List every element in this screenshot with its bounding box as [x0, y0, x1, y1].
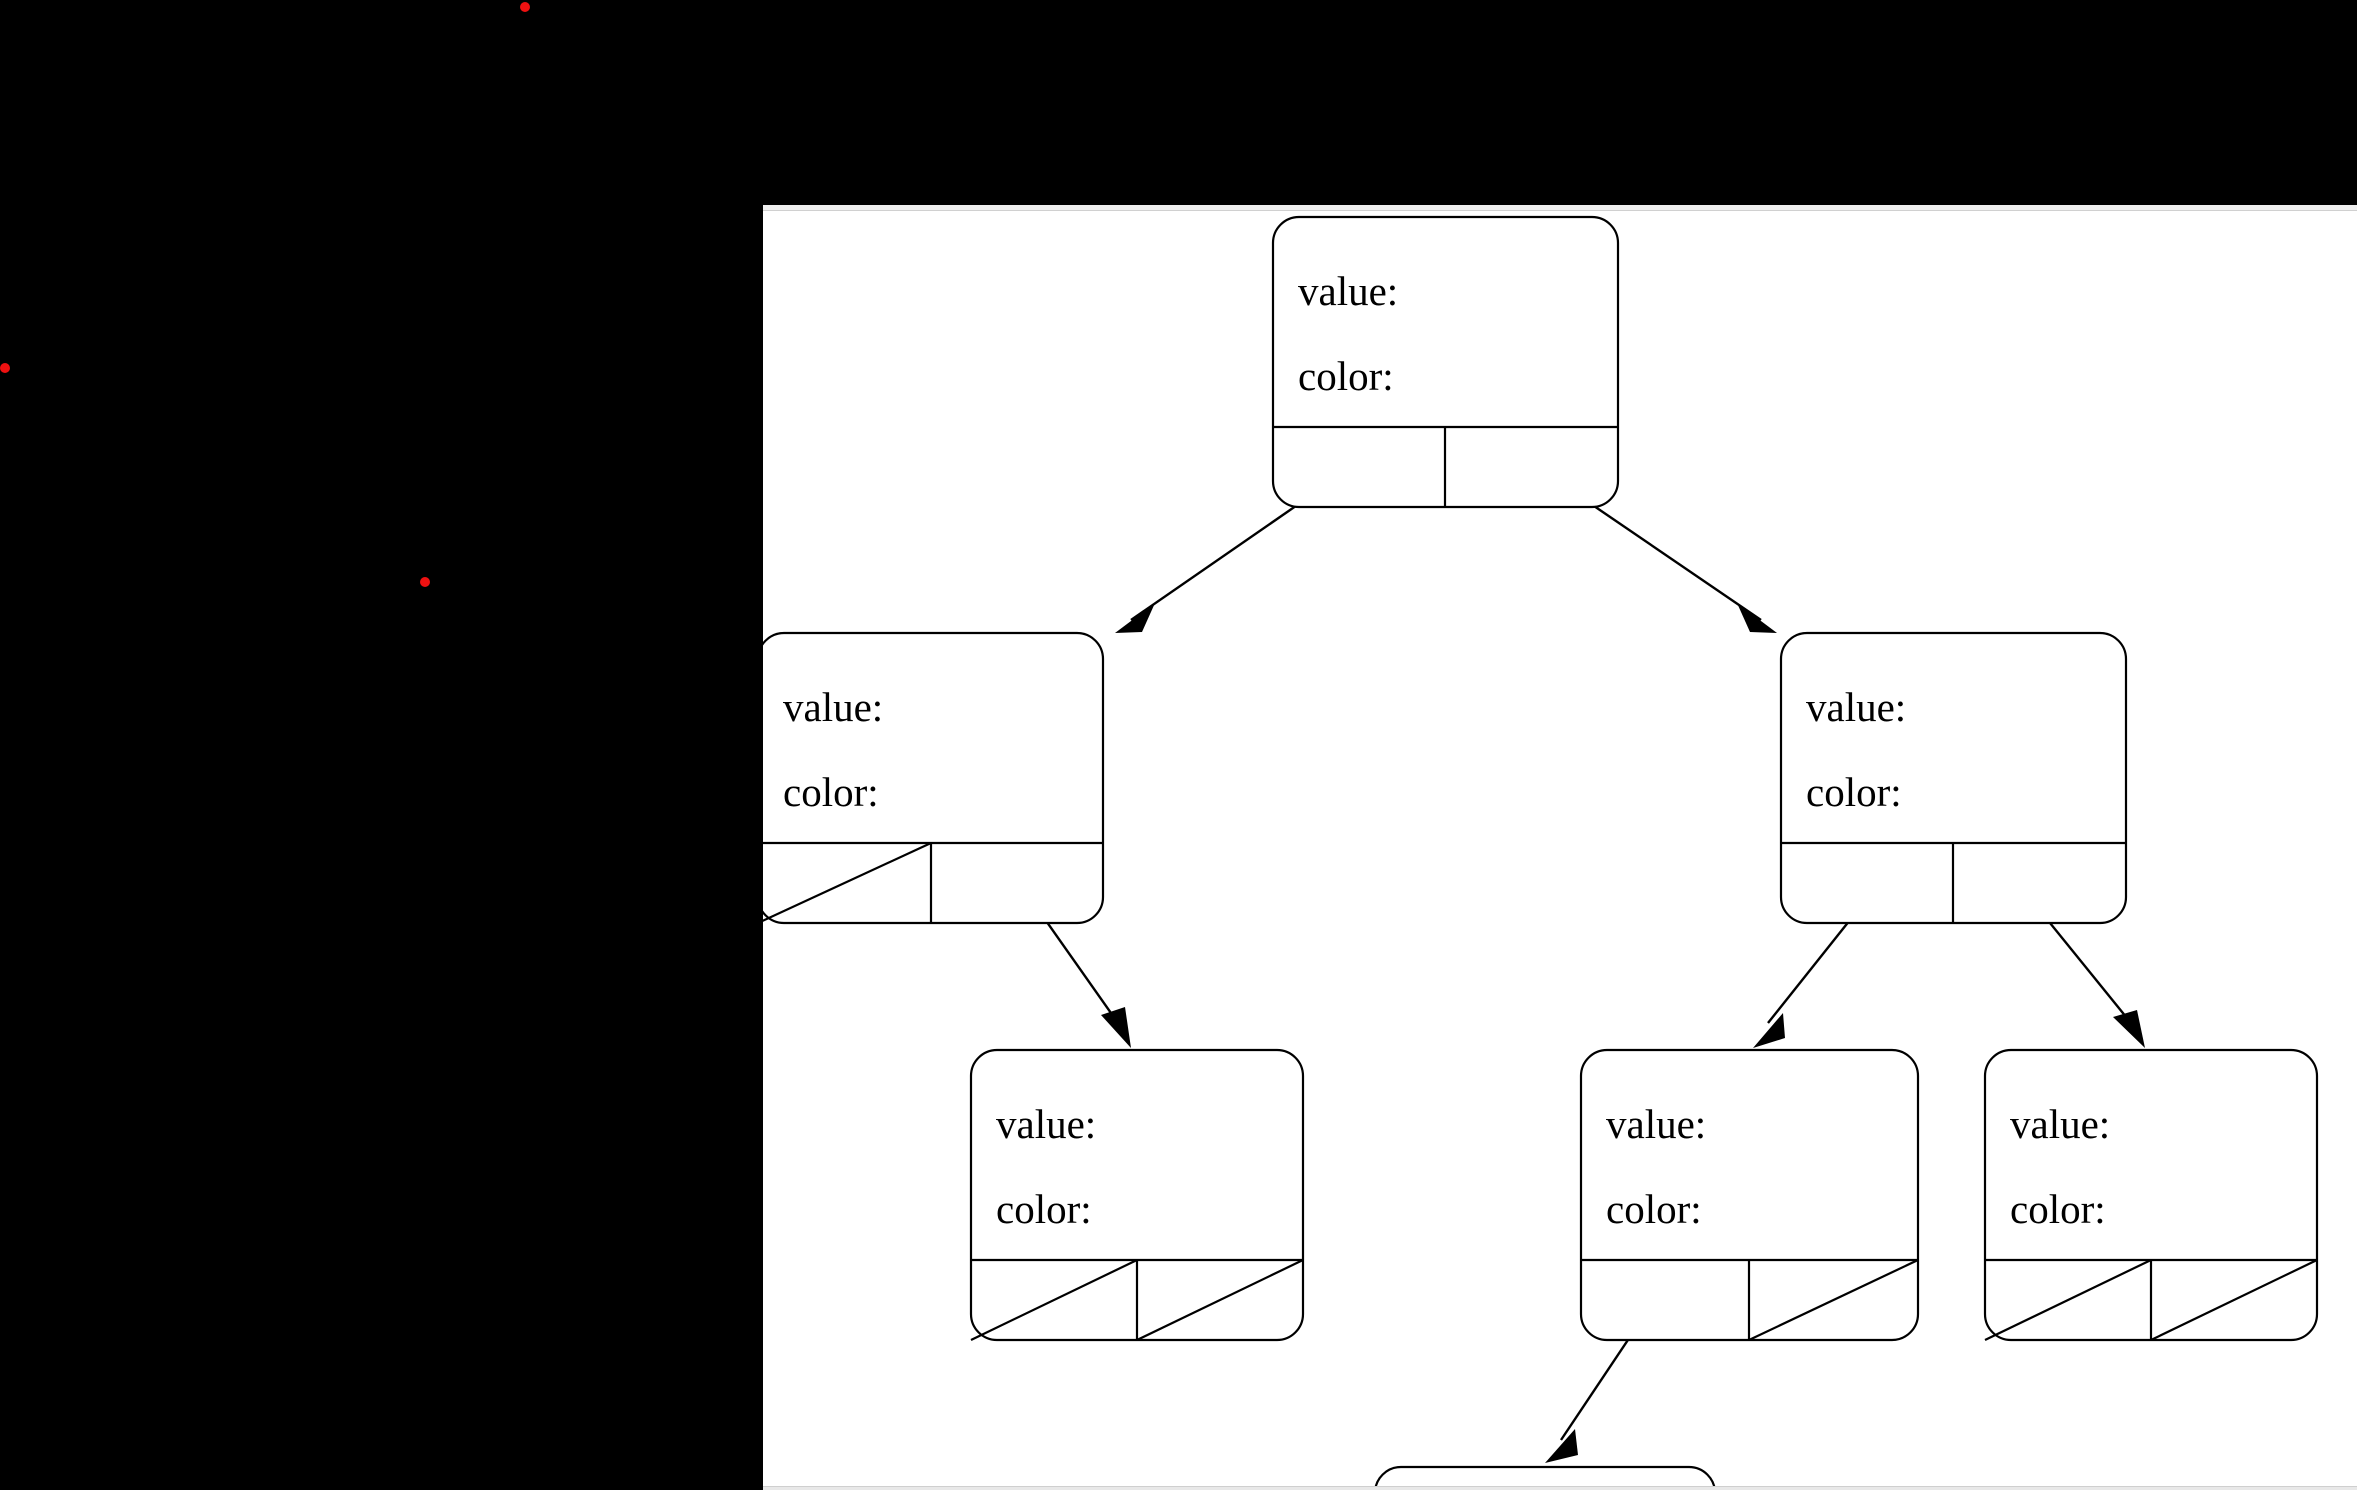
node-right-right-grandchild-color-label: color: — [2010, 1186, 2106, 1232]
node-deep-leaf-frame[interactable] — [1374, 1465, 1716, 1490]
cursor-marker-2 — [0, 363, 10, 373]
tree-node-deep-leaf[interactable]: value: color: — [1374, 1465, 1716, 1490]
node-left-right-grandchild-left-null-slash — [970, 1259, 1138, 1341]
node-left-child-color-label: color: — [783, 769, 879, 815]
node-right-right-grandchild-left-null-slash — [1984, 1259, 2152, 1341]
node-right-left-grandchild-value-label: value: — [1606, 1101, 1706, 1147]
tree-node-right-left-grandchild[interactable]: value: color: — [1579, 1048, 1920, 1342]
panel-top-divider — [763, 205, 2357, 211]
tree-diagram-panel: value: color: value: color: value: color… — [763, 205, 2357, 1490]
node-right-left-grandchild-color-label: color: — [1606, 1186, 1702, 1232]
tree-node-root[interactable]: value: color: — [1271, 215, 1620, 509]
node-root-value-label: value: — [1298, 268, 1398, 314]
node-root-color-label: color: — [1298, 353, 1394, 399]
node-left-child-left-null-slash — [763, 842, 932, 922]
node-right-right-grandchild-value-label: value: — [2010, 1101, 2110, 1147]
node-right-child-color-label: color: — [1806, 769, 1902, 815]
tree-node-right-right-grandchild[interactable]: value: color: — [1983, 1048, 2319, 1342]
node-left-right-grandchild-color-label: color: — [996, 1186, 1092, 1232]
node-right-left-grandchild-right-null-slash — [1748, 1259, 1919, 1341]
node-right-child-value-label: value: — [1806, 684, 1906, 730]
node-left-right-grandchild-value-label: value: — [996, 1101, 1096, 1147]
node-right-right-grandchild-right-null-slash — [2150, 1259, 2318, 1341]
cursor-marker-1 — [520, 2, 530, 12]
tree-node-left-child[interactable]: value: color: — [763, 631, 1105, 925]
panel-bottom-divider — [763, 1486, 2357, 1490]
tree-node-right-child[interactable]: value: color: — [1779, 631, 2128, 925]
node-left-child-value-label: value: — [783, 684, 883, 730]
cursor-marker-3 — [420, 577, 430, 587]
node-left-right-grandchild-right-null-slash — [1136, 1259, 1304, 1341]
binary-tree-diagram: value: color: value: color: value: color… — [763, 215, 2319, 1490]
tree-node-left-right-grandchild[interactable]: value: color: — [969, 1048, 1305, 1342]
